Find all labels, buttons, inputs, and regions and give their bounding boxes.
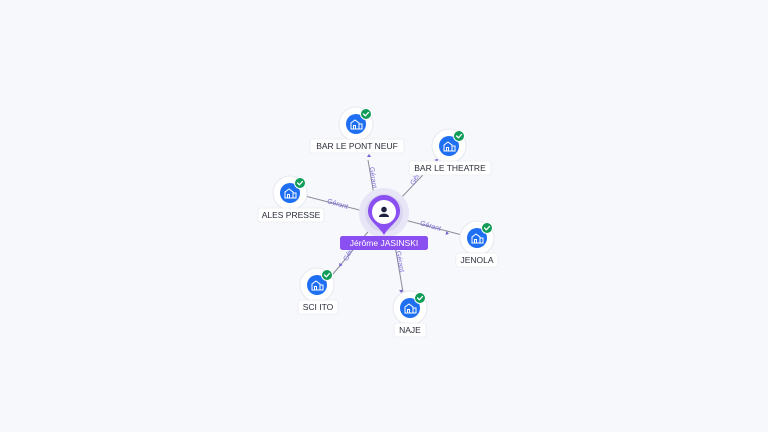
edge-arrow-icon (445, 231, 449, 235)
company-node-naje[interactable]: NAJE (392, 290, 428, 338)
building-icon (350, 119, 363, 130)
company-node-sci-ito[interactable]: SCI ITO (297, 267, 339, 315)
nodes-layer: BAR LE PONT NEUF BAR LE THEATRE ALES PRESS… (257, 106, 499, 338)
edge-arrow-icon (339, 262, 343, 267)
center-node[interactable]: Jérôme JASINSKI (340, 188, 428, 250)
person-icon (379, 206, 389, 217)
company-label: SCI ITO (297, 299, 339, 315)
verified-badge-icon (321, 269, 333, 281)
company-label: BAR LE THEATRE (408, 160, 492, 176)
building-icon (404, 303, 417, 314)
verified-badge-icon (414, 292, 426, 304)
edge-label: Gérant (394, 251, 405, 273)
edge-arrow-icon (399, 289, 403, 293)
edge-line (400, 218, 463, 236)
edge-label: Gérant (326, 198, 349, 211)
company-node-jenola[interactable]: JENOLA (455, 220, 499, 268)
verified-badge-icon (481, 222, 493, 234)
edge-line (304, 195, 368, 213)
edge-label: Gérant (419, 220, 442, 233)
verified-badge-icon (453, 130, 465, 142)
edge-label: Gérant (368, 167, 378, 189)
edge-bar-le-pont-neuf: Gérant (367, 154, 378, 196)
company-label-text: ALES PRESSE (262, 210, 321, 220)
company-label-text: SCI ITO (303, 302, 334, 312)
center-label: Jérôme JASINSKI (340, 236, 428, 250)
company-label-text: JENOLA (460, 255, 493, 265)
building-icon (284, 188, 297, 199)
center-label-text: Jérôme JASINSKI (350, 238, 419, 248)
company-label: JENOLA (455, 252, 499, 268)
company-label-text: NAJE (399, 325, 421, 335)
company-node-bar-le-pont-neuf[interactable]: BAR LE PONT NEUF (309, 106, 405, 154)
building-icon (311, 280, 324, 291)
edge-line (367, 159, 375, 196)
company-label: ALES PRESSE (257, 207, 325, 223)
building-icon (443, 141, 456, 152)
company-node-bar-le-theatre[interactable]: BAR LE THEATRE (408, 128, 492, 176)
company-label-text: BAR LE PONT NEUF (316, 141, 398, 151)
company-label-text: BAR LE THEATRE (414, 163, 486, 173)
verified-badge-icon (294, 177, 306, 189)
company-label: BAR LE PONT NEUF (309, 138, 405, 154)
building-icon (471, 233, 484, 244)
verified-badge-icon (360, 108, 372, 120)
company-label: NAJE (393, 322, 427, 338)
edge-jenola: Gérant (400, 218, 463, 236)
edge-sci-ito: Gérant (332, 226, 373, 275)
edge-arrow-icon (367, 154, 371, 157)
company-node-ales-presse[interactable]: ALES PRESSE (257, 175, 325, 223)
